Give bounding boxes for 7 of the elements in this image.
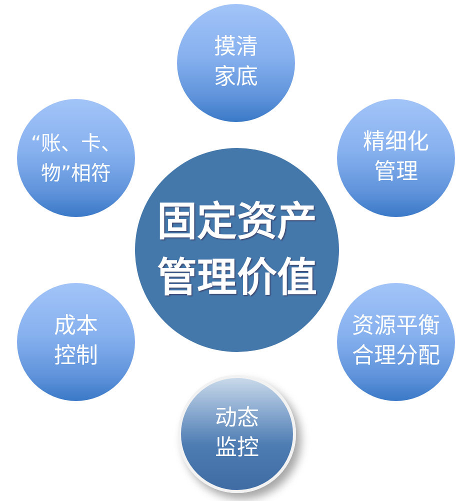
node-label: 动态监控 [214, 405, 260, 463]
node-label: 精细化管理 [362, 129, 430, 187]
node-label: 成本控制 [52, 313, 99, 371]
node-label: 资源平衡合理分配 [350, 313, 441, 371]
central-title: 固定资产管理价值 [156, 198, 318, 303]
node-label: 摸清家底 [212, 34, 259, 92]
node-label: “账、卡、物”相符 [30, 130, 122, 187]
